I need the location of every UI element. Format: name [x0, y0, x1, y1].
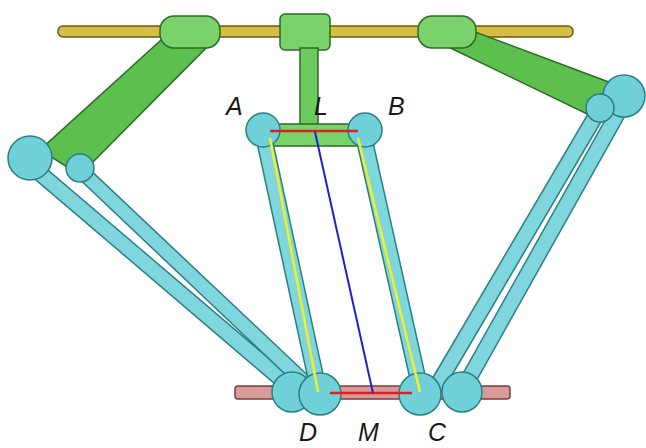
point-label: M [358, 420, 379, 445]
point-label: D [299, 420, 317, 445]
point-label: A [226, 94, 243, 119]
point-label: B [388, 94, 405, 119]
point-label: L [314, 94, 328, 119]
point-label: C [428, 420, 446, 445]
